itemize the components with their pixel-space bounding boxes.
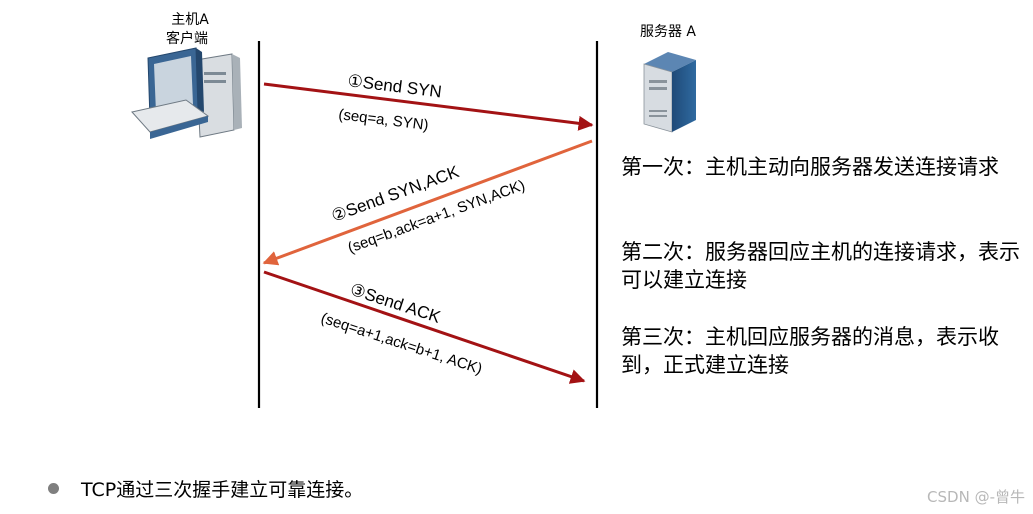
watermark: CSDN @-曾牛 — [927, 488, 1025, 506]
step-2-arrow — [262, 139, 593, 266]
server-title: 服务器 A — [640, 24, 696, 40]
summary-text: TCP通过三次握手建立可靠连接。 — [81, 478, 364, 501]
step-1-params: (seq=a, SYN) — [338, 106, 430, 134]
host-title: 主机A — [171, 12, 209, 28]
note-second-handshake: 第二次：服务器回应主机的连接请求，表示可以建立连接 — [621, 240, 1020, 292]
desktop-computer-icon — [131, 47, 242, 139]
host-subtitle: 客户端 — [166, 30, 208, 47]
step-1-arrow — [263, 82, 594, 131]
step-3-arrow — [263, 270, 586, 384]
note-first-handshake: 第一次：主机主动向服务器发送连接请求 — [621, 155, 999, 179]
server-tower-icon — [643, 52, 696, 133]
note-third-handshake: 第三次：主机回应服务器的消息，表示收到，正式建立连接 — [621, 325, 999, 377]
step-3-label: ③Send ACK — [348, 280, 444, 327]
summary-bullet: TCP通过三次握手建立可靠连接。 — [48, 474, 363, 502]
bullet-dot-icon — [48, 482, 59, 494]
